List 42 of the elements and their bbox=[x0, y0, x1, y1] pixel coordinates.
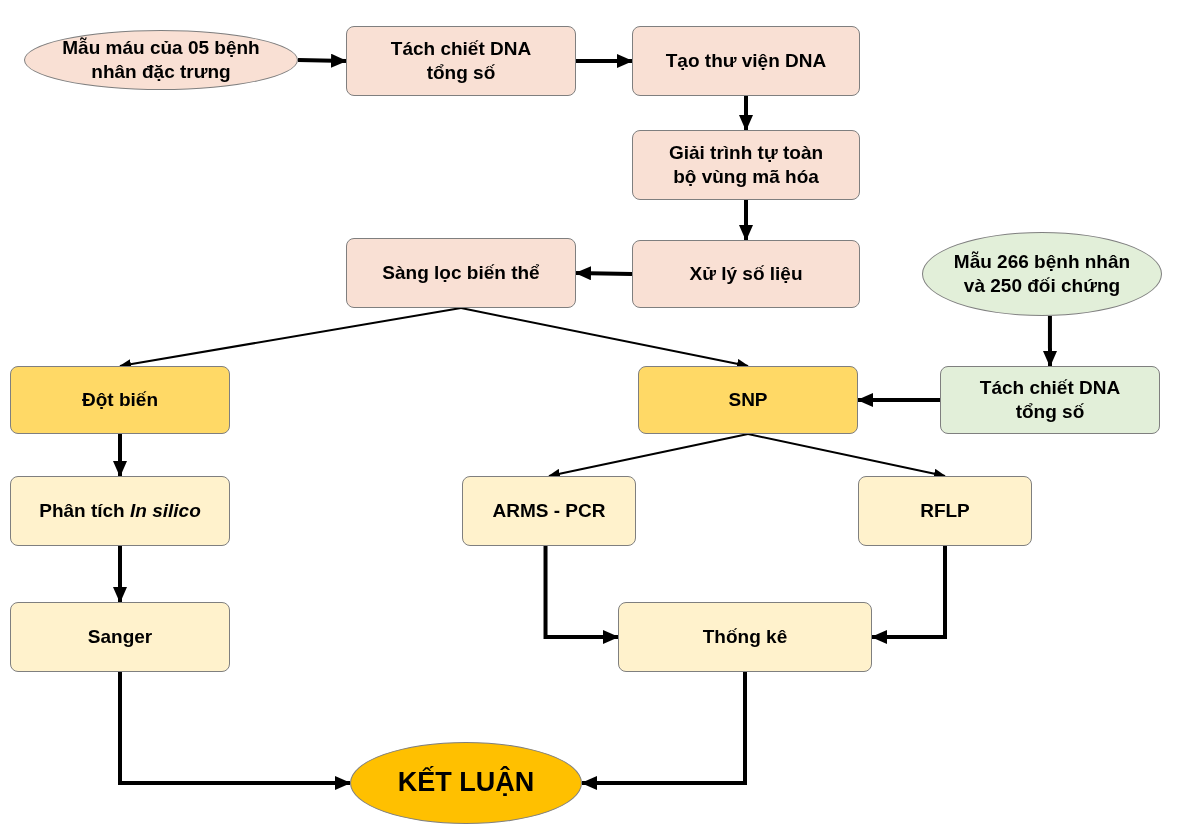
node-label: Mẫu máu của 05 bệnh nhân đặc trưng bbox=[61, 36, 261, 84]
arrow bbox=[113, 546, 127, 603]
process-box bbox=[940, 366, 1160, 434]
arrow bbox=[297, 53, 347, 68]
node-label: Tạo thư viện DNA bbox=[665, 49, 827, 73]
arrow bbox=[543, 546, 619, 644]
process-box bbox=[346, 26, 576, 96]
node-label: Tách chiết DNA tổng số bbox=[389, 37, 533, 85]
node-label: Đột biến bbox=[82, 388, 158, 412]
node-label: RFLP bbox=[920, 499, 970, 523]
node-label: Tách chiết DNA tổng số bbox=[978, 376, 1122, 424]
node-label: KẾT LUẬN bbox=[397, 766, 535, 800]
node-label: Sàng lọc biến thể bbox=[382, 261, 540, 285]
node-label: Sanger bbox=[87, 625, 153, 649]
arrow bbox=[581, 672, 747, 790]
node-label: SNP bbox=[728, 388, 768, 412]
process-box bbox=[632, 130, 860, 200]
process-box bbox=[618, 602, 872, 672]
process-box bbox=[632, 26, 860, 96]
node-label: Phân tích In silico bbox=[39, 499, 201, 523]
arrow bbox=[857, 393, 940, 407]
arrow bbox=[576, 54, 633, 68]
node-label: Giải trình tự toàn bộ vùng mã hóa bbox=[667, 141, 825, 189]
process-box bbox=[346, 238, 576, 308]
process-box bbox=[638, 366, 858, 434]
arrow bbox=[113, 434, 127, 477]
process-box bbox=[10, 366, 230, 434]
node-label: Xử lý số liệu bbox=[689, 262, 803, 286]
arrow bbox=[1043, 316, 1057, 367]
process-box bbox=[858, 476, 1032, 546]
arrow bbox=[739, 96, 753, 131]
process-box bbox=[10, 602, 230, 672]
process-box bbox=[632, 240, 860, 308]
process-box bbox=[10, 476, 230, 546]
arrow bbox=[739, 200, 753, 241]
node-label: Mẫu 266 bệnh nhân và 250 đối chứng bbox=[952, 250, 1132, 298]
process-box bbox=[462, 476, 636, 546]
node-label: Thống kê bbox=[702, 625, 788, 649]
node-label: ARMS - PCR bbox=[492, 499, 606, 523]
arrow bbox=[871, 546, 947, 644]
arrow bbox=[118, 672, 351, 790]
arrow bbox=[575, 266, 633, 281]
